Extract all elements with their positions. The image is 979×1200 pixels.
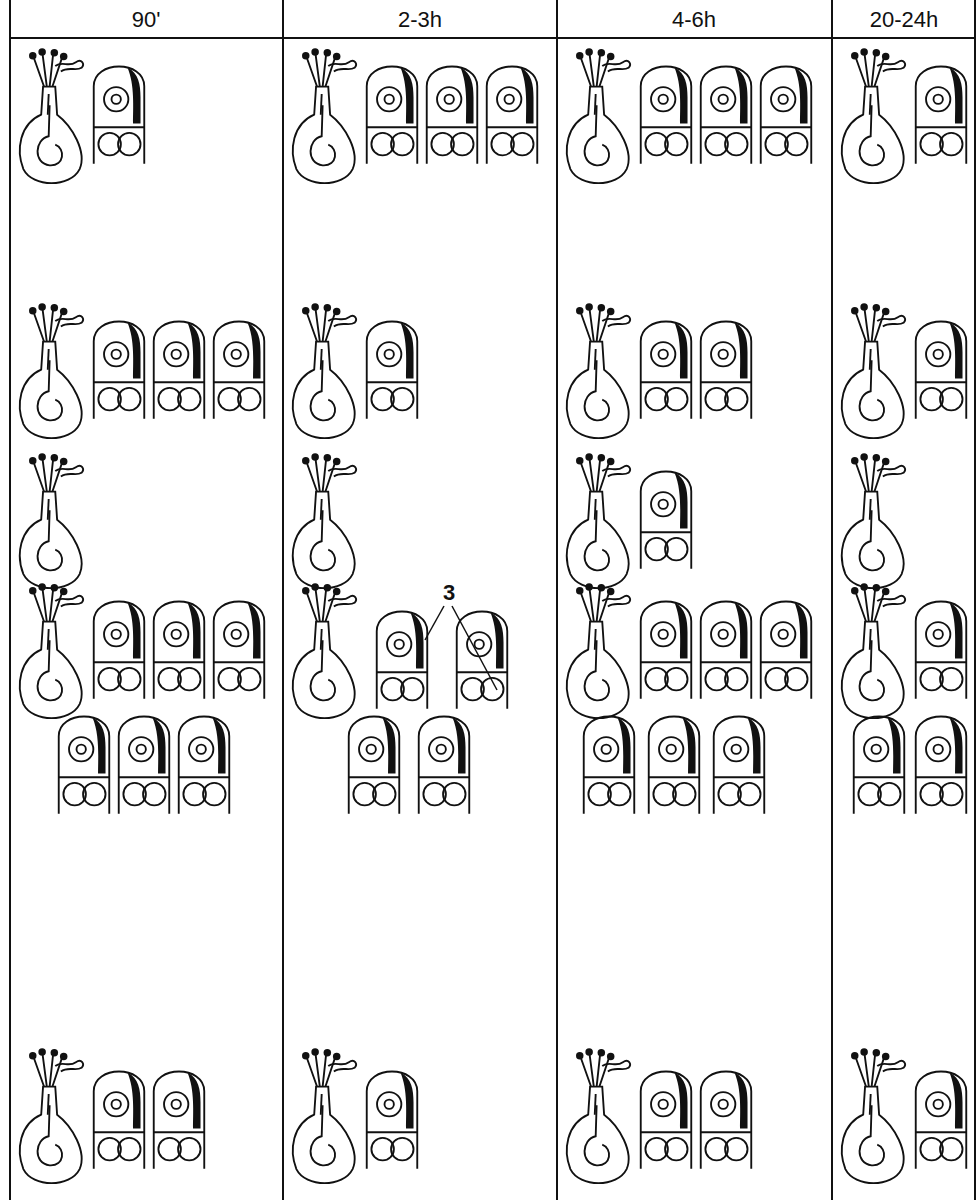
time-header: 90': [132, 9, 161, 31]
time-header: 20-24h: [870, 9, 939, 31]
time-header: 2-3h: [398, 9, 442, 31]
callout-number: 3: [442, 582, 456, 604]
time-header: 4-6h: [672, 9, 716, 31]
